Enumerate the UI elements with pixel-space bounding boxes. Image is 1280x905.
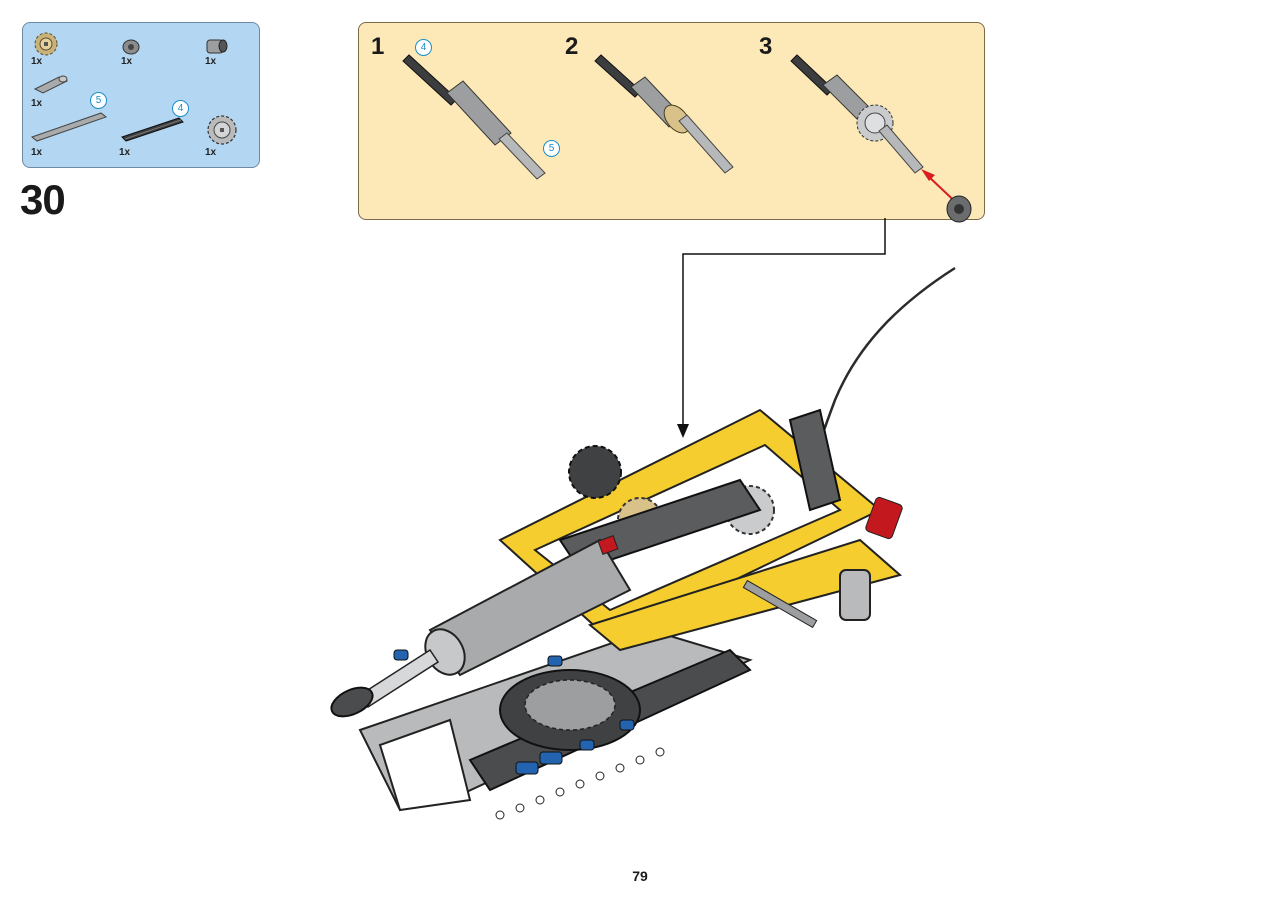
substep-number: 3 [759,33,773,60]
connector-icon [206,39,228,54]
length-callout: 5 [543,140,560,157]
part-qty: 1x [205,147,217,158]
main-model-illustration [330,408,903,820]
part-qty: 1x [121,56,133,67]
substep-1-model [402,54,546,180]
axle-4-icon [121,117,184,142]
page-number: 79 [632,868,648,884]
gear-12-icon [207,115,237,145]
part-qty: 1x [31,56,43,67]
substep-2-model [594,54,734,174]
substep-panel: 1 4 5 2 3 [358,22,985,223]
substep-number: 2 [565,33,579,60]
substep-number: 1 [371,33,385,60]
length-callout: 5 [90,92,107,109]
part-qty: 1x [205,56,217,67]
bush-icon [122,39,140,55]
axle-5-icon [30,112,108,142]
part-qty: 1x [119,147,131,158]
parts-list: 1x 1x 1x 1x 5 1x 4 1x 1x [22,22,260,168]
length-callout: 4 [172,100,189,117]
part-qty: 1x [31,98,43,109]
length-callout: 4 [415,39,432,56]
step-number: 30 [20,176,66,223]
tan-gear-icon [34,32,58,56]
substep-3-model [790,54,972,223]
axle-joiner-icon [33,75,69,94]
part-qty: 1x [31,147,43,158]
